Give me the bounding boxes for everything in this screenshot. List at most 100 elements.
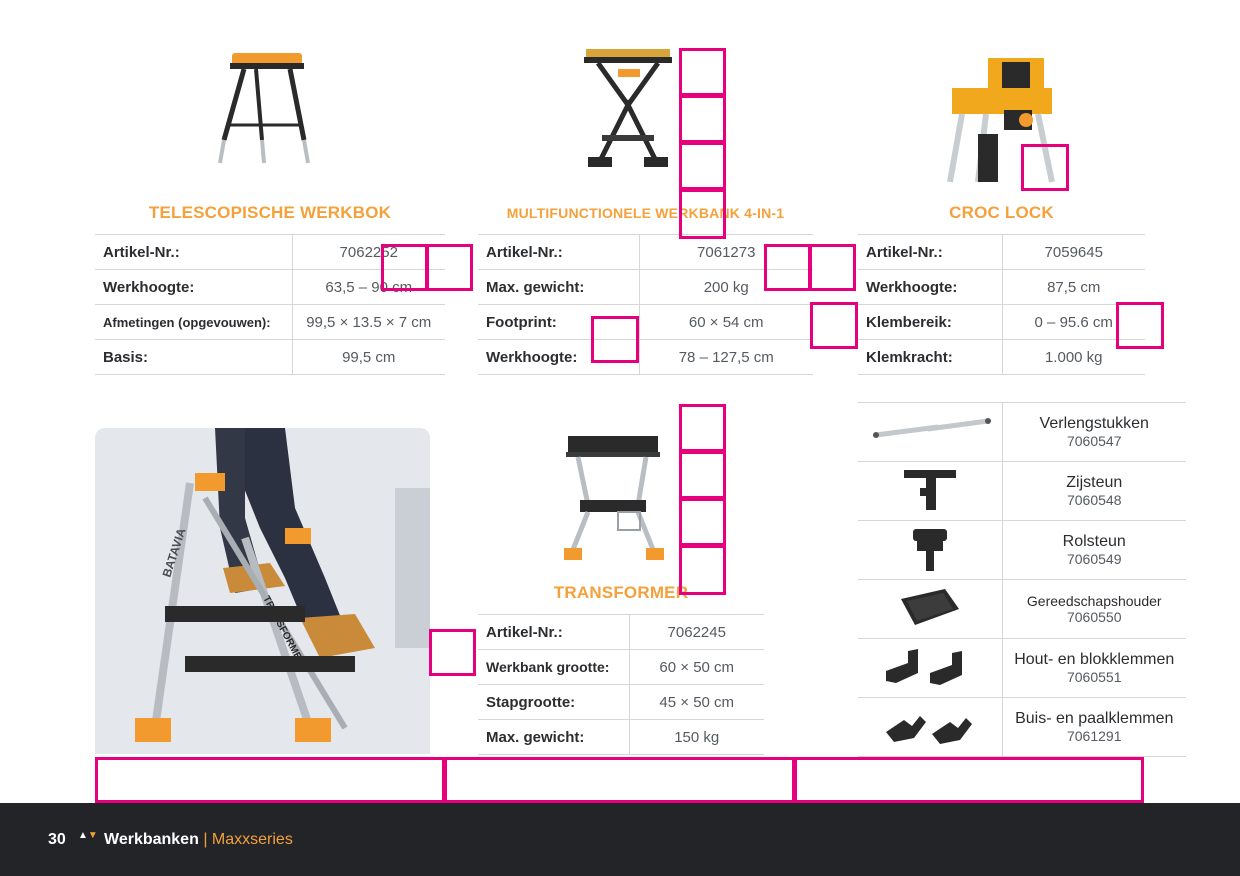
pipe-clamps-icon — [858, 697, 1003, 757]
highlight-box — [679, 404, 726, 452]
spec-value: 63,5 – 90 cm — [292, 269, 445, 305]
highlight-box — [429, 629, 476, 676]
spec-label: Artikel-Nr.: — [478, 614, 630, 650]
spec-label: Max. gewicht: — [478, 269, 640, 305]
spec-label: Artikel-Nr.: — [95, 234, 293, 270]
accessory-name: Gereedschapshouder — [1026, 593, 1162, 609]
highlight-box — [1116, 302, 1164, 349]
product-title-telescopic-werkbok: TELESCOPISCHE WERKBOK — [148, 203, 392, 222]
spec-table-multifunctional-workbench: Artikel-Nr.: 7061273 Max. gewicht: 200 k… — [478, 234, 813, 375]
accessory-name: Buis- en paalklemmen — [1015, 710, 1174, 727]
highlight-box — [810, 302, 858, 349]
spec-value: 150 kg — [629, 719, 764, 755]
accessory-name: Zijsteun — [1066, 474, 1123, 491]
transformer-image — [564, 436, 664, 560]
spec-value: 45 × 50 cm — [629, 684, 764, 720]
accessory-number: 7060547 — [1066, 433, 1122, 449]
spec-label: Afmetingen (opgevouwen): — [95, 304, 293, 340]
spec-value: 7059645 — [1002, 234, 1145, 270]
roller-support-icon — [858, 520, 1003, 580]
transformer-lifestyle-photo: BATAVIA TRANSFORMER — [95, 428, 430, 754]
extension-bars-icon — [858, 402, 1003, 462]
highlight-box — [426, 244, 473, 291]
highlight-box — [679, 545, 726, 595]
table-row: Footprint: 60 × 54 cm — [478, 304, 813, 340]
spec-value: 87,5 cm — [1002, 269, 1145, 305]
highlight-box — [764, 244, 811, 291]
spec-label: Footprint: — [478, 304, 640, 340]
spec-label: Klemkracht: — [858, 339, 1003, 375]
spec-value: 200 kg — [639, 269, 813, 305]
table-row: Afmetingen (opgevouwen): 99,5 × 13.5 × 7… — [95, 304, 445, 340]
spec-value: 1.000 kg — [1002, 339, 1145, 375]
table-row: Artikel-Nr.: 7061273 — [478, 234, 813, 270]
table-row: Werkbank grootte: 60 × 50 cm — [478, 649, 764, 685]
highlight-box — [809, 244, 856, 291]
table-row: Max. gewicht: 200 kg — [478, 269, 813, 305]
table-row: Klembereik: 0 – 95.6 cm — [858, 304, 1145, 340]
wood-clamps-icon — [858, 638, 1003, 698]
croc-lock-image — [947, 58, 1055, 183]
highlight-box — [794, 757, 1144, 803]
spec-value: 0 – 95.6 cm — [1002, 304, 1145, 340]
spec-label: Werkhoogte: — [95, 269, 293, 305]
section-breadcrumb: Werkbanken | Maxxseries — [104, 831, 293, 849]
table-row: Max. gewicht: 150 kg — [478, 719, 764, 755]
spec-table-telescopic-werkbok: Artikel-Nr.: 7062252 Werkhoogte: 63,5 – … — [95, 234, 445, 375]
highlight-box — [679, 451, 726, 499]
spec-label: Werkhoogte: — [478, 339, 640, 375]
spec-label: Artikel-Nr.: — [858, 234, 1003, 270]
spec-label: Basis: — [95, 339, 293, 375]
spec-value: 7062245 — [629, 614, 764, 650]
accessory-name: Rolsteun — [1062, 533, 1126, 550]
triangle-arrows-icon: ▲▼ — [78, 830, 98, 841]
spec-value: 78 – 127,5 cm — [639, 339, 813, 375]
spec-label: Stapgrootte: — [478, 684, 630, 720]
accessory-number: 7060548 — [1066, 492, 1122, 508]
accessory-number: 7060550 — [1066, 609, 1122, 625]
highlight-box — [679, 142, 726, 190]
table-row: Klemkracht: 1.000 kg — [858, 339, 1145, 375]
table-row: Werkhoogte: 78 – 127,5 cm — [478, 339, 813, 375]
accessory-number: 7060551 — [1066, 669, 1122, 685]
accessory-name: Hout- en blokklemmen — [1014, 651, 1175, 668]
highlight-box — [444, 757, 795, 803]
highlight-box — [679, 189, 726, 239]
side-support-icon — [858, 461, 1003, 521]
product-title-multifunctional-workbench: MULTIFUNCTIONELE WERKBANK 4-IN-1 — [506, 205, 785, 221]
spec-label: Max. gewicht: — [478, 719, 630, 755]
highlight-box — [679, 95, 726, 143]
series-name: Maxxseries — [211, 831, 293, 848]
spec-table-croc-lock: Artikel-Nr.: 7059645 Werkhoogte: 87,5 cm… — [858, 234, 1145, 375]
spec-label: Artikel-Nr.: — [478, 234, 640, 270]
accessory-number: 7061291 — [1066, 728, 1122, 744]
page-footer: 30 ▲▼ Werkbanken | Maxxseries — [0, 803, 1240, 876]
spec-table-transformer: Artikel-Nr.: 7062245 Werkbank grootte: 6… — [478, 614, 764, 755]
table-row: Werkhoogte: 87,5 cm — [858, 269, 1145, 305]
page-number: 30 — [48, 831, 66, 848]
highlight-box — [95, 757, 445, 803]
product-title-croc-lock: CROC LOCK — [949, 203, 1054, 222]
spec-value: 7061273 — [639, 234, 813, 270]
multifunctional-workbench-image — [584, 49, 672, 167]
breadcrumb-separator: | — [203, 831, 208, 848]
highlight-box — [591, 316, 639, 363]
table-row: Artikel-Nr.: 7059645 — [858, 234, 1145, 270]
highlight-box — [679, 498, 726, 546]
accessory-name: Verlengstukken — [1039, 415, 1149, 432]
table-row: Stapgrootte: 45 × 50 cm — [478, 684, 764, 720]
table-row: Basis: 99,5 cm — [95, 339, 445, 375]
highlight-box — [1021, 144, 1069, 191]
spec-label: Klembereik: — [858, 304, 1003, 340]
section-name: Werkbanken — [104, 831, 199, 848]
spec-label: Werkbank grootte: — [478, 649, 630, 685]
tool-tray-icon — [858, 579, 1003, 639]
product-title-transformer: TRANSFORMER — [553, 583, 689, 602]
